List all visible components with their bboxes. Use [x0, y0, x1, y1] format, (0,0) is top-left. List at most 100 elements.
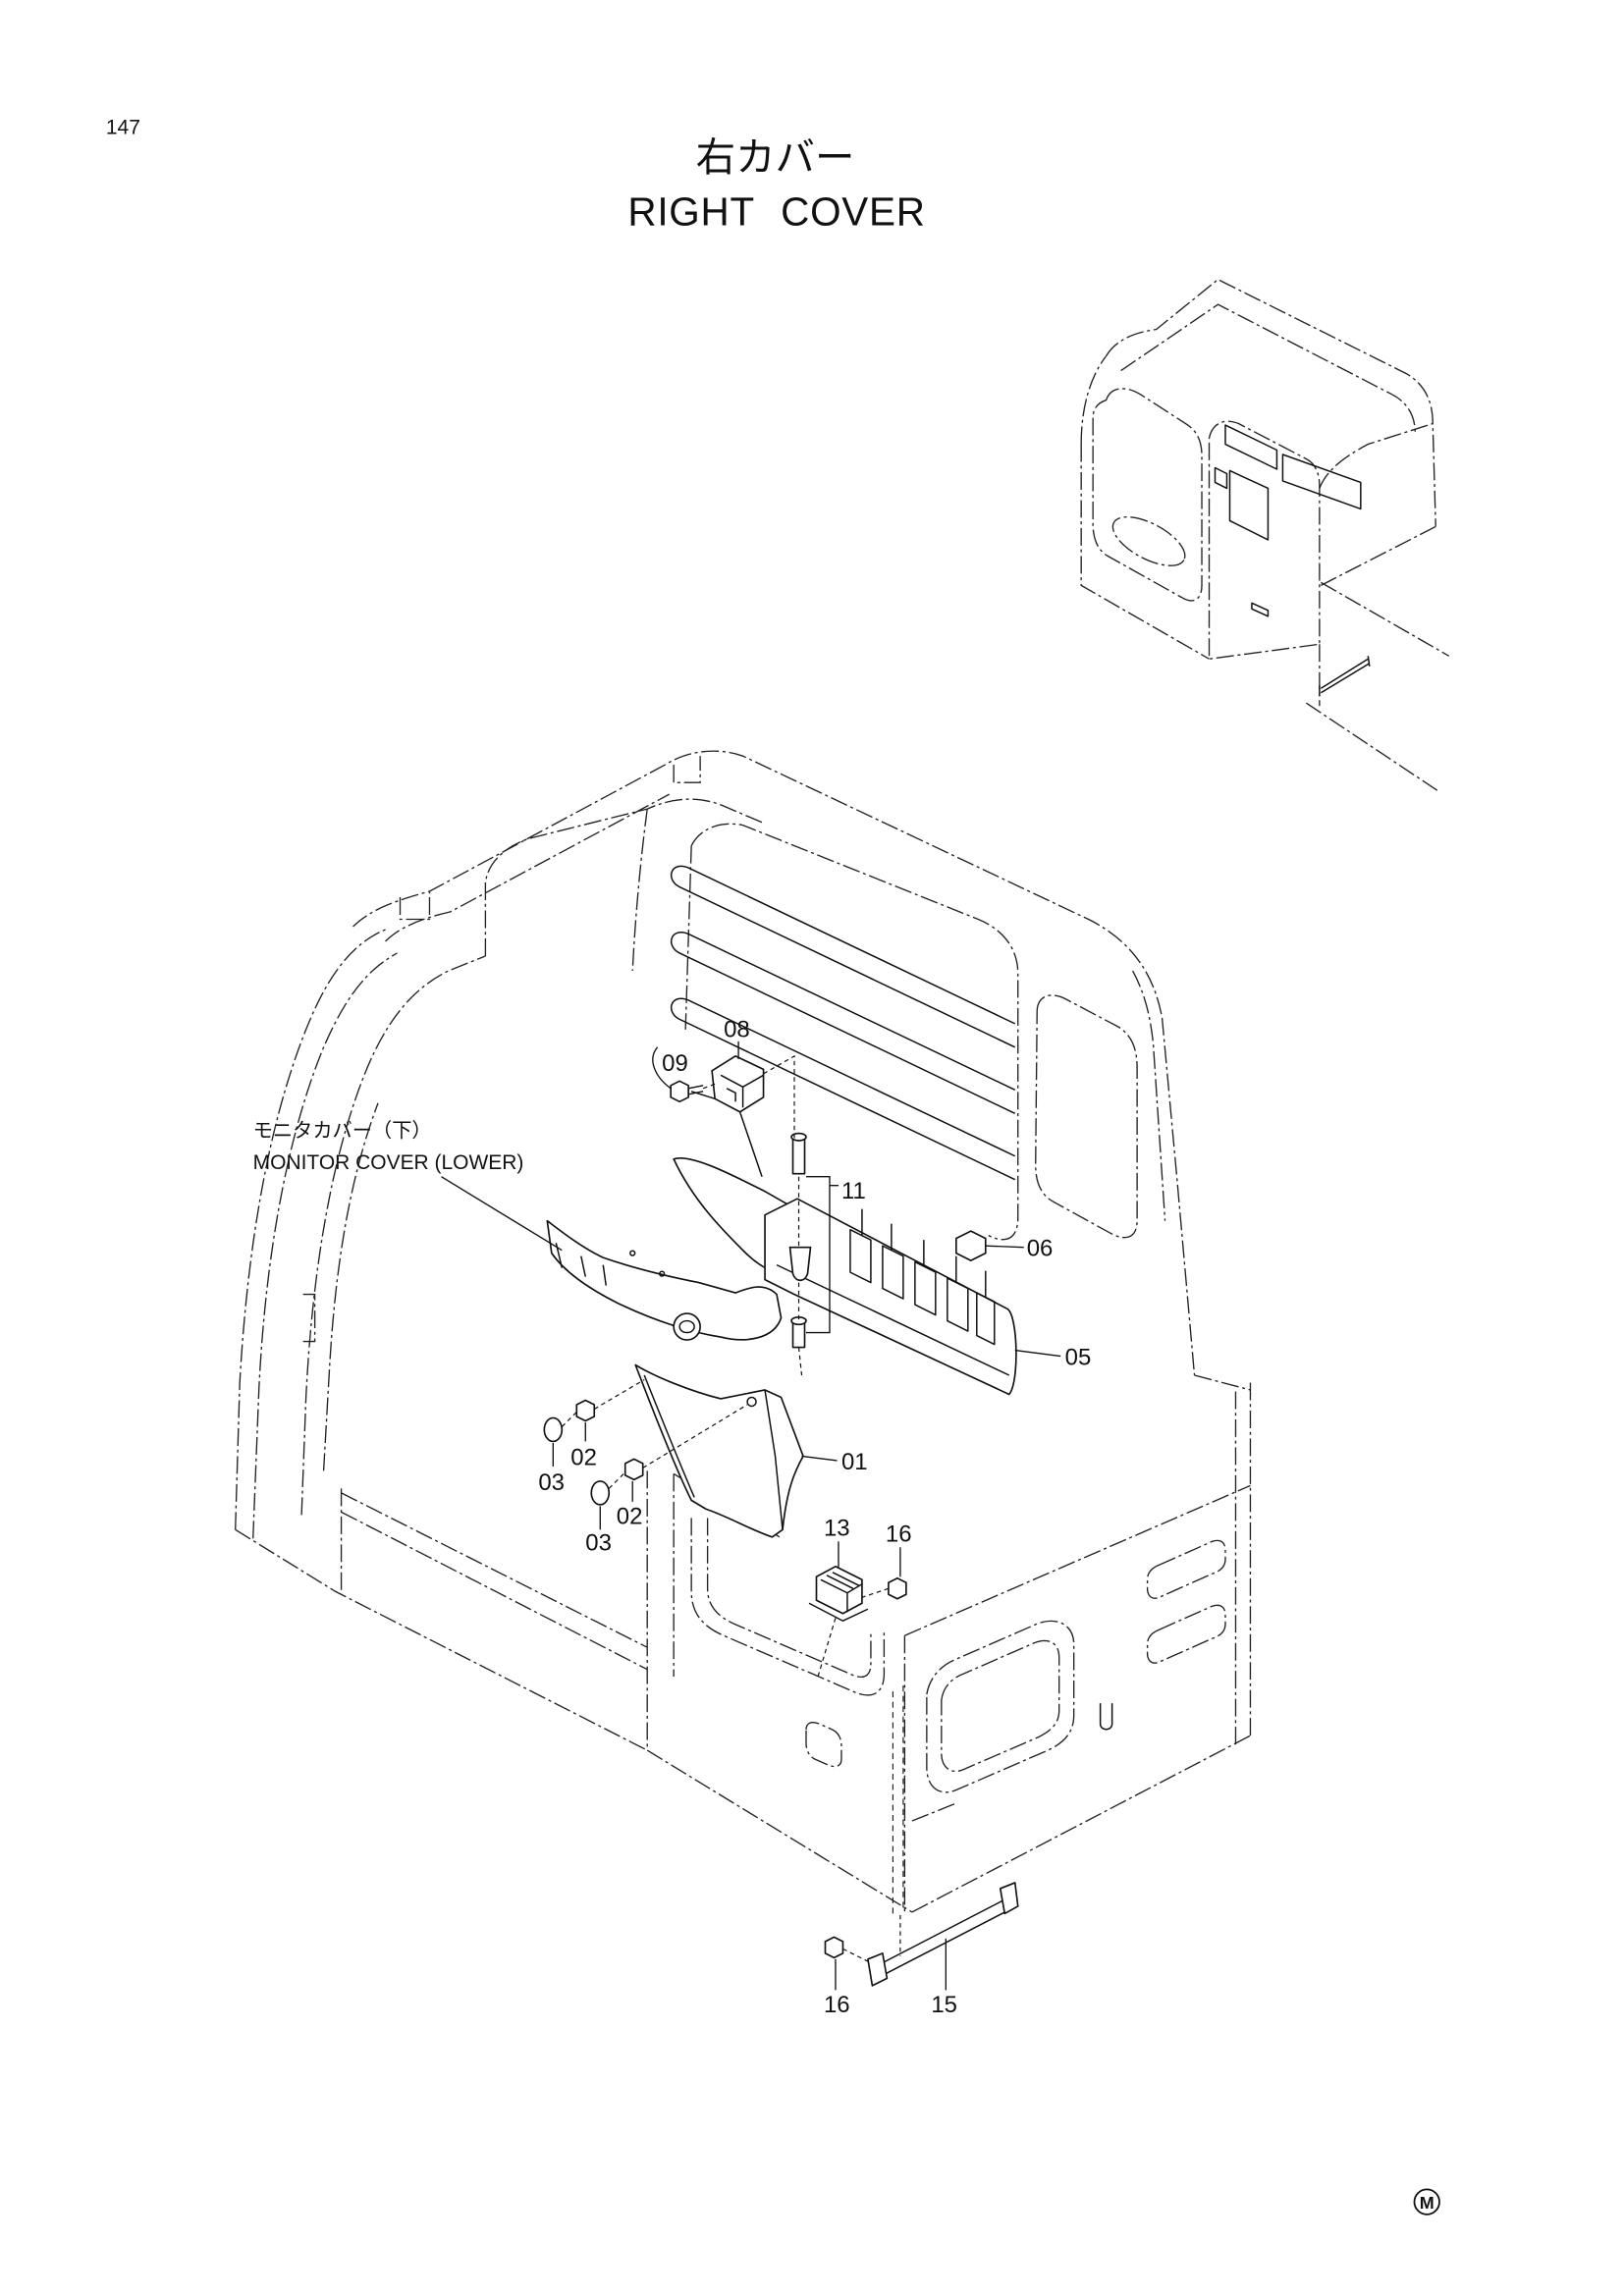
part-02-bolt-upper [575, 1399, 596, 1422]
part-13-clip [815, 1565, 863, 1615]
vent-slot [914, 1260, 937, 1316]
assembly-line-13-down [817, 1618, 837, 1678]
inset-cab-right-side-top [1319, 422, 1434, 489]
leader-11-bracket [806, 1176, 839, 1334]
assembly-line-16-15 [842, 1948, 870, 1963]
part-09-bolt [670, 1080, 689, 1103]
inset-cab-front-window [1092, 388, 1203, 602]
rear-panel-slot-upper [1146, 1539, 1226, 1599]
parts-group [543, 1055, 1019, 1987]
part-label-03-lower: 03 [585, 1529, 612, 1556]
part-06-clip [954, 1230, 987, 1261]
part-15-rod-end-left [867, 1952, 889, 1987]
inset-cab-side-vent [1281, 454, 1362, 510]
rear-quarter-window [1035, 994, 1138, 1239]
cab-front-second-edge [252, 952, 398, 1539]
assembly-line-03-02-lower [608, 1471, 626, 1489]
part-label-02-upper: 02 [570, 1444, 597, 1470]
rear-panel-window-inner [941, 1639, 1060, 1773]
part-number-labels: 08 09 11 06 05 01 02 03 02 03 13 16 16 1… [538, 1016, 1091, 2017]
assembly-line-11 [797, 1176, 803, 1376]
rear-panel-mark [1099, 1703, 1113, 1731]
cab-front-hinge [302, 1293, 316, 1343]
monitor-cover-lower-dot-1 [629, 1250, 636, 1256]
assembly-line-02-01-lower [642, 1404, 748, 1468]
rear-panel-window-outer [926, 1620, 1075, 1793]
leader-05 [1014, 1349, 1061, 1358]
part-label-03-upper: 03 [538, 1469, 565, 1496]
part-16-bolt-upper [888, 1576, 907, 1600]
vent-slot [976, 1292, 996, 1346]
part-05-vent-cover [764, 1198, 1017, 1396]
side-window-frame [690, 823, 1019, 1241]
part-01-cover-hole [746, 1396, 757, 1408]
circled-m-letter: M [1420, 2193, 1435, 2213]
part-label-05: 05 [1065, 1345, 1092, 1371]
leader-09 [652, 1046, 672, 1090]
part-label-13: 13 [824, 1515, 850, 1541]
part-label-01: 01 [841, 1449, 868, 1475]
circled-m-ring [1413, 2188, 1440, 2216]
cab-rear-inner-edge [1132, 970, 1166, 1221]
part-01-cover [634, 1363, 804, 1538]
main-cab-phantom [235, 750, 1252, 1915]
part-11-stud-upper-head [790, 1132, 807, 1142]
part-label-16-lower: 16 [824, 1992, 850, 2018]
cab-front-outer-edge [235, 929, 386, 1530]
monitor-cover-lower [546, 1219, 783, 1341]
page-title-english: RIGHT COVER [627, 188, 925, 234]
door-window-inner [706, 1518, 872, 1679]
inset-cab-overview [1080, 278, 1450, 792]
circled-m-mark: M [1413, 2188, 1440, 2216]
inset-cab-front-top [1080, 355, 1108, 445]
monitor-cover-lower-hole [673, 1312, 701, 1341]
rear-panel-slot-lower [1146, 1604, 1226, 1664]
assembly-line-08-05 [763, 1054, 795, 1141]
vent-slot-frames [861, 1208, 987, 1298]
rear-panel-top-edge [904, 1484, 1251, 1636]
cab-roof-second-edge [385, 793, 670, 942]
inset-cab-roof [1106, 278, 1436, 527]
inset-cab-door-outline [1208, 420, 1321, 661]
inset-cab-door-grille [1228, 469, 1270, 541]
cab-rear-edge [1161, 1017, 1196, 1376]
part-03-cap-lower [590, 1480, 611, 1506]
page-title-japanese: 右カバー [696, 133, 855, 181]
cab-roof-inner-edge [484, 798, 766, 956]
part-label-09: 09 [662, 1050, 688, 1077]
assembly-line-02-01-upper [593, 1378, 645, 1410]
part-label-06: 06 [1027, 1236, 1054, 1262]
cab-door-lower-edge [646, 1749, 913, 1913]
inset-cab-right-side-line [1321, 525, 1436, 586]
inset-cab-upper-grille [1224, 424, 1278, 470]
cab-roof-bracket-left [399, 891, 431, 921]
page-number: 147 [106, 116, 140, 138]
part-13-clip-ridges [820, 1572, 863, 1613]
inset-cab-deck-line-2 [1306, 702, 1439, 792]
callout-monitor-cover-japanese: モニタカバー（下） [253, 1118, 432, 1142]
part-label-02-lower: 02 [617, 1503, 643, 1529]
leader-monitor-cover [441, 1176, 563, 1252]
cab-floor-line [341, 1492, 648, 1648]
part-08-bracket-detail [720, 1074, 764, 1108]
part-13-clip-base [808, 1602, 869, 1622]
monitor-cover-lower-hole-inner [678, 1319, 695, 1334]
inset-cab-deck-line-1 [1321, 581, 1450, 657]
inset-cab-monitor-mark [1214, 466, 1228, 490]
grab-bar-upper [670, 865, 1016, 1048]
part-09-bolt-shank [688, 1085, 704, 1095]
cab-front-pillar-trim [322, 1102, 379, 1471]
vent-slot [849, 1228, 872, 1284]
leader-06 [985, 1245, 1024, 1249]
monitor-cover-lower-dot-2 [659, 1270, 666, 1277]
vent-slot [882, 1245, 904, 1300]
cab-floor-line-2 [341, 1511, 648, 1671]
cab-roof-bracket-right [673, 756, 701, 783]
assembly-line-03-02-upper [561, 1412, 577, 1427]
part-label-11: 11 [841, 1178, 866, 1204]
part-11-stud-upper [791, 1136, 806, 1175]
inset-cab-roof-inner [1120, 303, 1416, 433]
door-handle-recess [805, 1722, 842, 1768]
vent-slot [947, 1277, 969, 1332]
part-16-bolt-lower [824, 1936, 844, 1959]
